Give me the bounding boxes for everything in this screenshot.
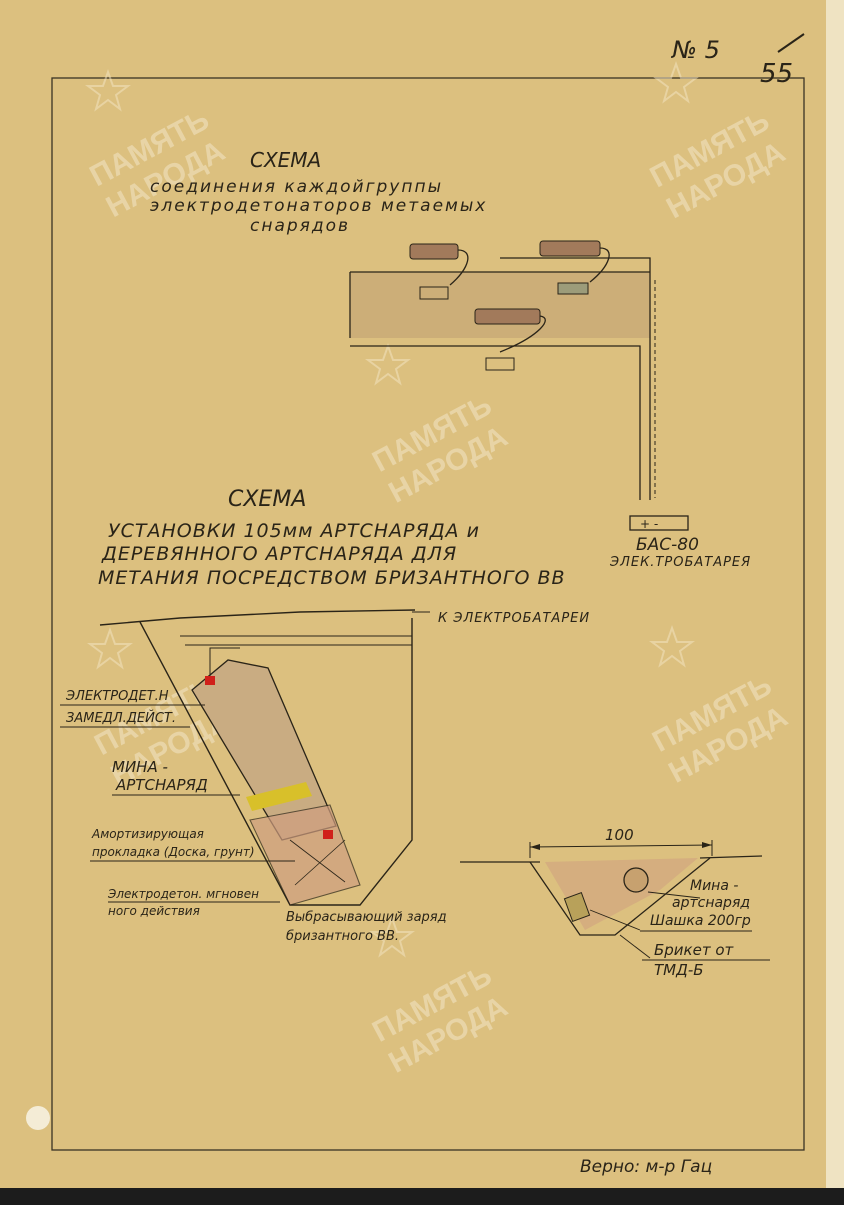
small-pit-outline	[529, 857, 711, 936]
scheme2-line2: ДЕРЕВЯННОГО АРТСНАРЯДА ДЛЯ	[101, 543, 457, 565]
scheme2-line1: УСТАНОВКИ 105мм АРТСНАРЯДА и	[108, 520, 480, 542]
label-instant-detonator-1: Электродетон. мгновен	[107, 887, 259, 901]
small-label-briquette-1: Брикет от	[654, 941, 735, 959]
tnt-block	[563, 892, 591, 922]
label-ejecting-charge-2: бризантного ВВ.	[286, 929, 399, 944]
label-mine-2: АРТСНАРЯД	[115, 776, 208, 794]
detonator-block	[485, 357, 515, 371]
watermark-star-icon	[649, 625, 695, 668]
paper-tear	[26, 1106, 50, 1130]
paper-right-edge	[826, 0, 844, 1200]
pit-outline	[139, 618, 413, 906]
small-label-mine-1: Мина -	[690, 878, 738, 894]
detonator-capsule	[409, 243, 459, 260]
scheme1-drawing	[349, 240, 656, 500]
detonator-capsule	[474, 308, 541, 325]
scheme2-drawing	[99, 609, 430, 906]
signature-note: Верно: м-р Гац	[580, 1157, 712, 1177]
scheme2-line3: МЕТАНИЯ ПОСРЕДСТВОМ БРИЗАНТНОГО ВВ	[98, 567, 566, 589]
scheme1-line2: электродетонаторов метаемых	[150, 196, 487, 216]
label-cushion-1: Амортизирующая	[91, 827, 204, 841]
mine-ball	[623, 867, 649, 893]
wire-neg	[350, 345, 641, 500]
small-label-briquette-2: ТМД-Б	[654, 961, 704, 979]
scan-bottom-edge	[0, 1188, 844, 1200]
scheme1-line3: снарядов	[250, 216, 350, 236]
detonator-block	[419, 286, 449, 300]
small-label-mine-2: артснаряд	[672, 895, 750, 911]
document-frame	[51, 77, 805, 1151]
ground-line	[99, 609, 416, 626]
charge-block	[350, 272, 650, 338]
watermark-star-icon	[365, 343, 411, 386]
scheme2-title: СХЕМА	[228, 487, 306, 512]
watermark-star-icon	[369, 915, 415, 958]
detonator-block	[557, 282, 589, 295]
pen-stroke	[777, 33, 805, 53]
wire-pos	[500, 257, 651, 500]
battery-name: БАС-80	[636, 535, 699, 555]
shell-band	[246, 782, 312, 811]
battery-polarity: + -	[640, 517, 658, 531]
label-detonator-delayed-1: ЭЛЕКТРОДЕТ.Н	[65, 689, 169, 704]
watermark-star-icon	[85, 69, 131, 112]
label-instant-detonator-2: ного действия	[108, 904, 200, 918]
battery-label: ЭЛЕК.ТРОБАТАРЕЯ	[609, 555, 751, 570]
sheet-number: 55	[760, 59, 793, 89]
scheme1-title: СХЕМА	[250, 148, 321, 172]
label-detonator-delayed-2: ЗАМЕДЛ.ДЕЙСТ.	[66, 710, 176, 726]
watermark-star-icon	[87, 627, 133, 670]
detonator-delayed-marker	[205, 676, 215, 685]
detonator-instant-marker	[323, 830, 333, 839]
page-number: № 5	[670, 36, 720, 64]
small-label-block: Шашка 200гр	[650, 913, 751, 929]
label-ejecting-charge-1: Выбрасывающий заряд	[286, 910, 447, 925]
label-to-battery: К ЭЛЕКТРОБАТАРЕИ	[438, 611, 590, 626]
scheme1-line1: соединения каждойгруппы	[150, 177, 443, 197]
dimension-label: 100	[605, 826, 634, 844]
label-cushion-2: прокладка (Доска, грунт)	[92, 845, 255, 859]
detonator-capsule	[539, 240, 601, 257]
small-scheme-drawing	[460, 840, 763, 959]
watermark-star-icon	[653, 61, 699, 104]
battery-symbol: + -	[629, 515, 689, 531]
label-mine-1: МИНА -	[112, 758, 168, 776]
